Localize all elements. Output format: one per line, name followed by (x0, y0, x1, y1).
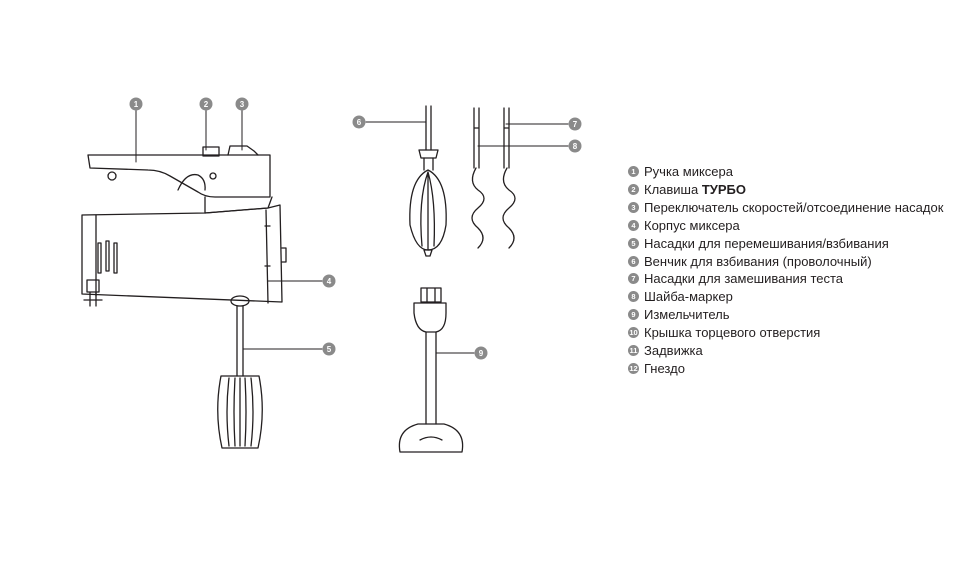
callouts: 1 2 3 4 5 6 7 8 9 (129, 97, 582, 360)
dough-hooks-illustration (471, 107, 516, 249)
legend-item-12: 12 Гнездо (626, 360, 946, 378)
legend-number: 10 (628, 327, 639, 339)
legend-label: Гнездо (644, 360, 685, 376)
legend-item-7: 7 Насадки для замешивания теста (626, 270, 946, 288)
legend-label: Крышка торцевого отверстия (644, 325, 821, 341)
legend-number: 12 (628, 362, 639, 374)
legend-number: 3 (628, 201, 639, 213)
svg-text:4: 4 (327, 277, 332, 286)
callout-1: 1 (129, 97, 143, 111)
legend-item-1: 1 Ручка миксера (626, 163, 946, 181)
legend-label: Измельчитель (644, 307, 730, 323)
legend-label: Корпус миксера (644, 217, 740, 233)
chopper-illustration (398, 287, 464, 453)
mixer-handle (87, 154, 271, 198)
legend-label: Шайба-маркер (644, 289, 733, 305)
legend-number: 5 (628, 237, 639, 249)
mixer-body (81, 204, 283, 303)
legend-item-6: 6 Венчик для взбивания (проволочный) (626, 253, 946, 271)
legend-item-3: 3 Переключатель скоростей/отсоединение на… (626, 199, 946, 217)
mixer-socket (83, 279, 103, 307)
hand-mixer-illustration (81, 145, 287, 449)
legend-item-11: 11 Задвижка (626, 342, 946, 360)
legend-label: Насадки для замешивания теста (644, 271, 844, 287)
legend-number: 2 (628, 183, 639, 195)
legend-label: Ручка миксера (644, 164, 733, 179)
legend-label: Переключатель скоростей/отсоединение нас… (644, 199, 944, 215)
legend-number: 7 (628, 273, 639, 285)
callout-5: 5 (322, 342, 336, 356)
svg-text:9: 9 (479, 349, 484, 358)
speed-switch (227, 145, 259, 156)
callout-9: 9 (474, 346, 488, 360)
legend-item-4: 4 Корпус миксера (626, 217, 946, 235)
beater-cage (217, 375, 263, 449)
legend-label: Клавиша ТУРБО (644, 181, 746, 197)
legend-item-5: 5 Насадки для перемешивания/взбивания (626, 235, 946, 253)
legend-number: 8 (628, 291, 639, 303)
legend-number: 9 (628, 309, 639, 321)
callout-3: 3 (235, 97, 249, 111)
callout-4: 4 (322, 274, 336, 288)
svg-text:5: 5 (327, 345, 332, 354)
legend-number: 1 (628, 166, 639, 177)
callout-6: 6 (352, 115, 366, 129)
legend-label: Задвижка (644, 343, 703, 359)
svg-text:1: 1 (134, 100, 139, 109)
legend-item-8: 8 Шайба-маркер (626, 288, 946, 306)
turbo-button (202, 146, 220, 157)
callout-8: 8 (568, 139, 582, 153)
legend-number: 4 (628, 219, 639, 231)
legend-label: Венчик для взбивания (проволочный) (644, 253, 872, 269)
svg-text:2: 2 (204, 100, 209, 109)
svg-text:7: 7 (573, 120, 578, 129)
legend-number: 11 (628, 345, 639, 357)
whisk-illustration (409, 105, 447, 257)
legend-number: 6 (628, 255, 639, 267)
svg-text:3: 3 (240, 100, 245, 109)
legend-item-9: 9 Измельчитель (626, 306, 946, 324)
svg-text:6: 6 (357, 118, 362, 127)
svg-text:8: 8 (573, 142, 578, 151)
callout-7: 7 (568, 117, 582, 131)
legend-item-2: 2 Клавиша ТУРБО (626, 181, 946, 199)
parts-legend: 1 Ручка миксера 2 Клавиша ТУРБО 3 Переключа… (626, 163, 946, 378)
callout-2: 2 (199, 97, 213, 111)
leader-lines (135, 103, 569, 354)
legend-label: Насадки для перемешивания/взбивания (644, 235, 889, 251)
legend-item-10: 10 Крышка торцевого отверстия (626, 324, 946, 342)
